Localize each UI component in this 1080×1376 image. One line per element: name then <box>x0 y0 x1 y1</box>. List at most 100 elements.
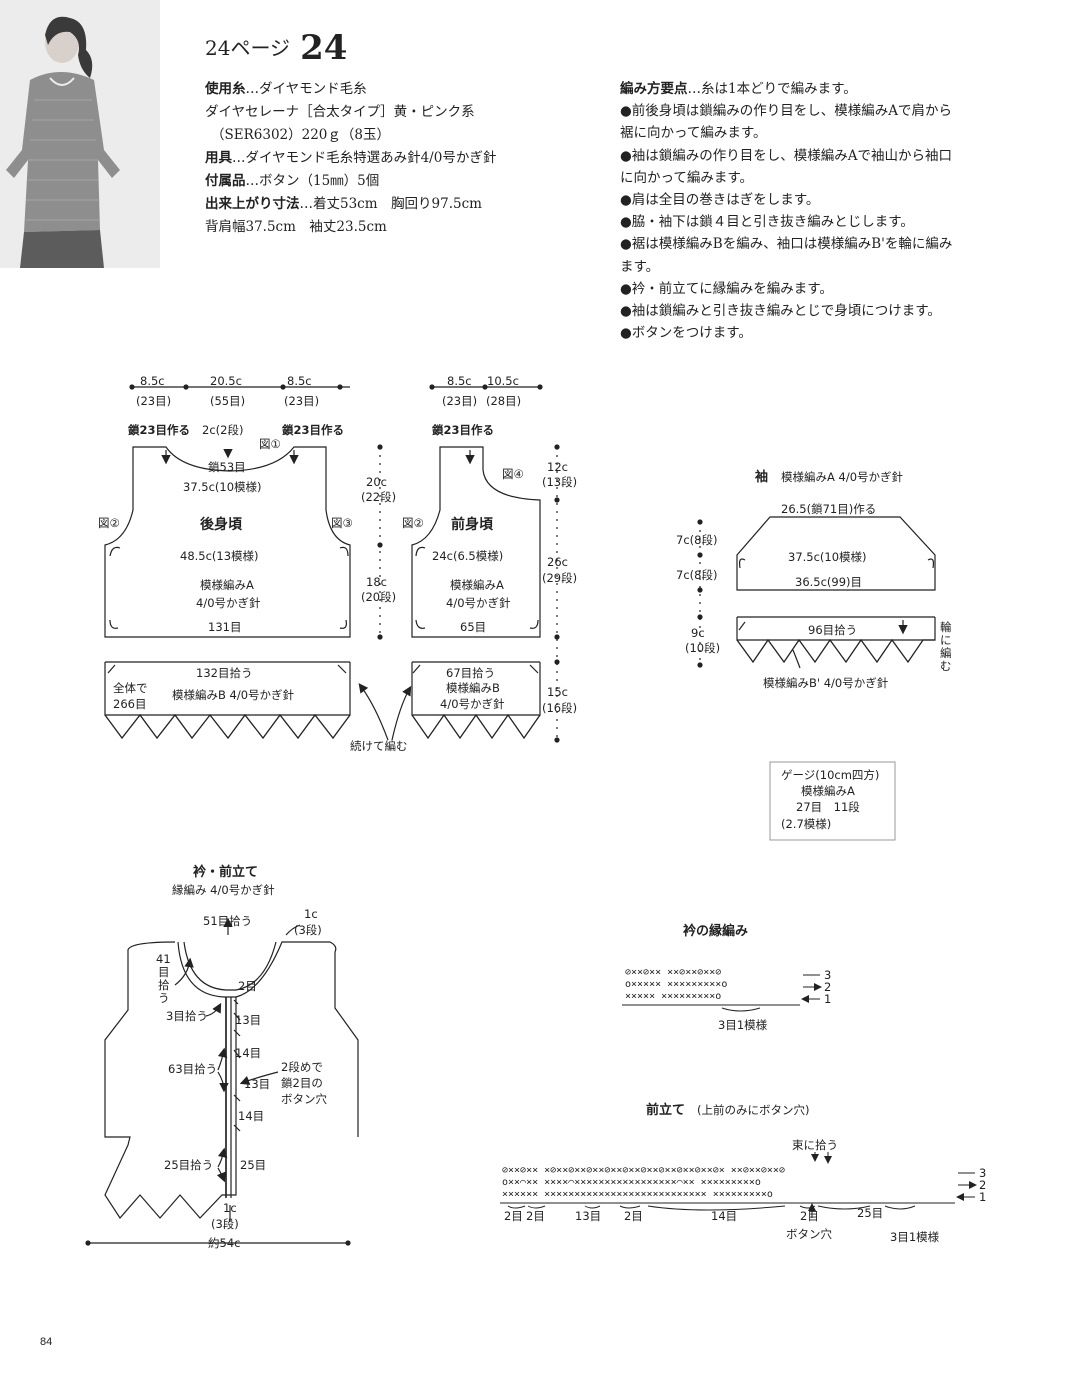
gauge-box: ゲージ(10cm四方) 模様編みA 27目 11段 (2.7模様) <box>769 761 896 841</box>
front-w2-rows: (28目) <box>486 394 521 408</box>
back-start-left: 鎖23目作る <box>128 423 190 437</box>
back-2c: 2c(2段) <box>202 423 243 437</box>
front-st65: 65目 <box>460 620 486 634</box>
back-w1: 8.5c <box>140 374 165 388</box>
front-hook: 4/0号かぎ針 <box>446 596 511 610</box>
collar-labels: 衿・前立て 縁編み 4/0号かぎ針 51目拾う 1c (3段) 41 目 拾 う… <box>156 864 327 1250</box>
collar-btn-1: 2段めで <box>281 1060 323 1074</box>
front-hook-b: 4/0号かぎ針 <box>440 697 505 711</box>
collar-s25: 25目 <box>240 1158 266 1172</box>
collar-1c-top: 1c <box>304 907 318 921</box>
collar-btn-3: ボタン穴 <box>281 1092 327 1106</box>
front-start: 鎖23目作る <box>432 423 494 437</box>
size-heading: 出来上がり寸法 <box>205 196 300 212</box>
front-body-labels: 8.5c (23目) 10.5c (28目) 鎖23目作る 図④ 図② 前身頃 … <box>350 374 577 753</box>
back-w2-rows: (55目) <box>210 394 245 408</box>
sleeve-ring-4: む <box>940 659 952 673</box>
step-5-cont: ます。 <box>620 258 660 275</box>
materials-block: 使用糸…ダイヤモンド毛糸 ダイヤセレーナ［合太タイプ］黄・ピンク系 （SER63… <box>205 78 565 239</box>
band-l3: 13目 <box>575 1209 601 1223</box>
step-7: ●袖は鎖編みと引き抜き編みとじで身頃につけます。 <box>620 303 941 320</box>
front-pattern-b: 模様編みB <box>446 681 500 695</box>
collar-s14a: 14目 <box>235 1046 261 1060</box>
model-photo-illustration <box>0 0 160 268</box>
step-5: ●裾は模様編みBを編み、袖口は模様編みB'を輪に編み <box>620 236 953 253</box>
instructions-intro: …糸は1本どりで編みます。 <box>687 81 857 97</box>
yarn-name: ダイヤセレーナ［合太タイプ］黄・ピンク系 <box>205 104 475 120</box>
band-repeat: 3目1模様 <box>890 1230 940 1244</box>
model-photo <box>0 0 160 268</box>
step-4: ●脇・袖下は鎖４目と引き抜き編みとじします。 <box>620 214 914 231</box>
notions-heading: 付属品 <box>205 173 246 189</box>
edge-title: 衿の縁編み <box>683 923 748 939</box>
sleeve-h9: 9c <box>691 626 705 640</box>
size-text-2: 背肩幅37.5cm 袖丈23.5cm <box>205 219 387 235</box>
back-w3-rows: (23目) <box>284 394 319 408</box>
front-band-chart: 前立て (上前のみにボタン穴) 束に拾う ⊘××⊘×× ×⊘××⊘××⊘××⊘×… <box>500 1102 986 1244</box>
gauge-line-3: 27目 11段 <box>796 800 860 814</box>
front-h12: 12c <box>547 460 568 474</box>
front-pattern: 模様編みA <box>450 578 504 592</box>
back-body-labels: 8.5c (23目) 20.5c (55目) 8.5c (23目) 鎖23目作る… <box>98 374 396 711</box>
band-l1: 2目 <box>504 1209 523 1223</box>
sleeve-h7b: 7c(8段) <box>676 568 717 582</box>
collar-p51: 51目拾う <box>203 914 252 928</box>
band-sub: (上前のみにボタン穴) <box>697 1103 809 1117</box>
sleeve-top: 26.5(鎖71目)作る <box>781 502 876 516</box>
step-2: ●袖は鎖編みの作り目をし、模様編みAで袖山から袖口 <box>620 147 953 164</box>
svg-text:o××⌒×× ××××⌒×××××××××××××××××: o××⌒×× ××××⌒×××××××××××××××××⌒×× ×××××××… <box>502 1177 761 1188</box>
sleeve-ring-3: 編 <box>940 646 952 660</box>
sleeve-ring-2: に <box>940 633 952 647</box>
back-fig1: 図① <box>259 437 281 451</box>
sleeve-h7a: 7c(8段) <box>676 533 717 547</box>
back-st131: 131目 <box>208 620 241 634</box>
back-pattern-b: 模様編みB 4/0号かぎ針 <box>172 688 295 702</box>
collar-p41-c: 拾 <box>158 978 170 992</box>
yarn-code: （SER6302）220ｇ（8玉） <box>211 127 390 143</box>
front-w1: 8.5c <box>447 374 472 388</box>
back-pick: 132目拾う <box>196 666 252 680</box>
back-start-right: 鎖23目作る <box>282 423 344 437</box>
collar-p25: 25目拾う <box>164 1158 213 1172</box>
front-name: 前身頃 <box>451 516 494 533</box>
sleeve-w365: 36.5c(99)目 <box>795 575 862 589</box>
sleeve-diagram <box>697 516 936 669</box>
front-body-diagram <box>358 384 560 743</box>
back-w3: 8.5c <box>287 374 312 388</box>
band-bundle: 束に拾う <box>792 1138 838 1152</box>
svg-text:××××× ×××××××××o: ××××× ×××××××××o <box>625 991 721 1002</box>
sleeve-w375: 37.5c(10模様) <box>788 550 867 564</box>
notions-text: …ボタン（15㎜）5個 <box>245 173 380 189</box>
band-buttonhole: ボタン穴 <box>786 1227 832 1241</box>
back-fig2: 図② <box>98 516 120 530</box>
collar-sub: 縁編み 4/0号かぎ針 <box>172 883 275 897</box>
back-h20: 20c <box>366 475 387 489</box>
band-l2: 2目 <box>526 1209 545 1223</box>
svg-text:⊘××⊘×× ×⊘××⊘××⊘××⊘××⊘××⊘××⊘××: ⊘××⊘×× ×⊘××⊘××⊘××⊘××⊘××⊘××⊘××⊘××⊘××⊘× ××… <box>502 1165 785 1176</box>
back-fig3: 図③ <box>331 516 353 530</box>
gauge-line-4: (2.7模様) <box>781 817 831 831</box>
back-h20-rows: (22段) <box>361 490 396 504</box>
sleeve-title: 袖 <box>755 469 768 485</box>
step-8: ●ボタンをつけます。 <box>620 325 752 342</box>
front-fig2: 図② <box>402 516 424 530</box>
collar-w54: 約54c <box>208 1236 240 1250</box>
front-h26-rows: (29段) <box>542 571 577 585</box>
collar-p41-d: う <box>158 991 170 1005</box>
front-fig4: 図④ <box>502 467 524 481</box>
back-body-diagram <box>104 384 383 740</box>
back-ch53: 鎖53目 <box>208 460 246 474</box>
sleeve-title-2: 模様編みA 4/0号かぎ針 <box>781 470 904 484</box>
collar-s13b: 13目 <box>244 1077 270 1091</box>
collar-p63: 63目拾う <box>168 1062 217 1076</box>
band-row-1: 1 <box>979 1190 986 1204</box>
page-number: 84 <box>40 1336 53 1348</box>
back-h18-rows: (20段) <box>361 590 396 604</box>
sleeve-ring-1: 輪 <box>940 620 952 634</box>
band-title: 前立て <box>646 1102 685 1118</box>
collar-1c-top-rows: (3段) <box>294 923 322 937</box>
yarn-heading: 使用糸 <box>205 81 246 97</box>
collar-1c-bottom-rows: (3段) <box>211 1217 239 1231</box>
